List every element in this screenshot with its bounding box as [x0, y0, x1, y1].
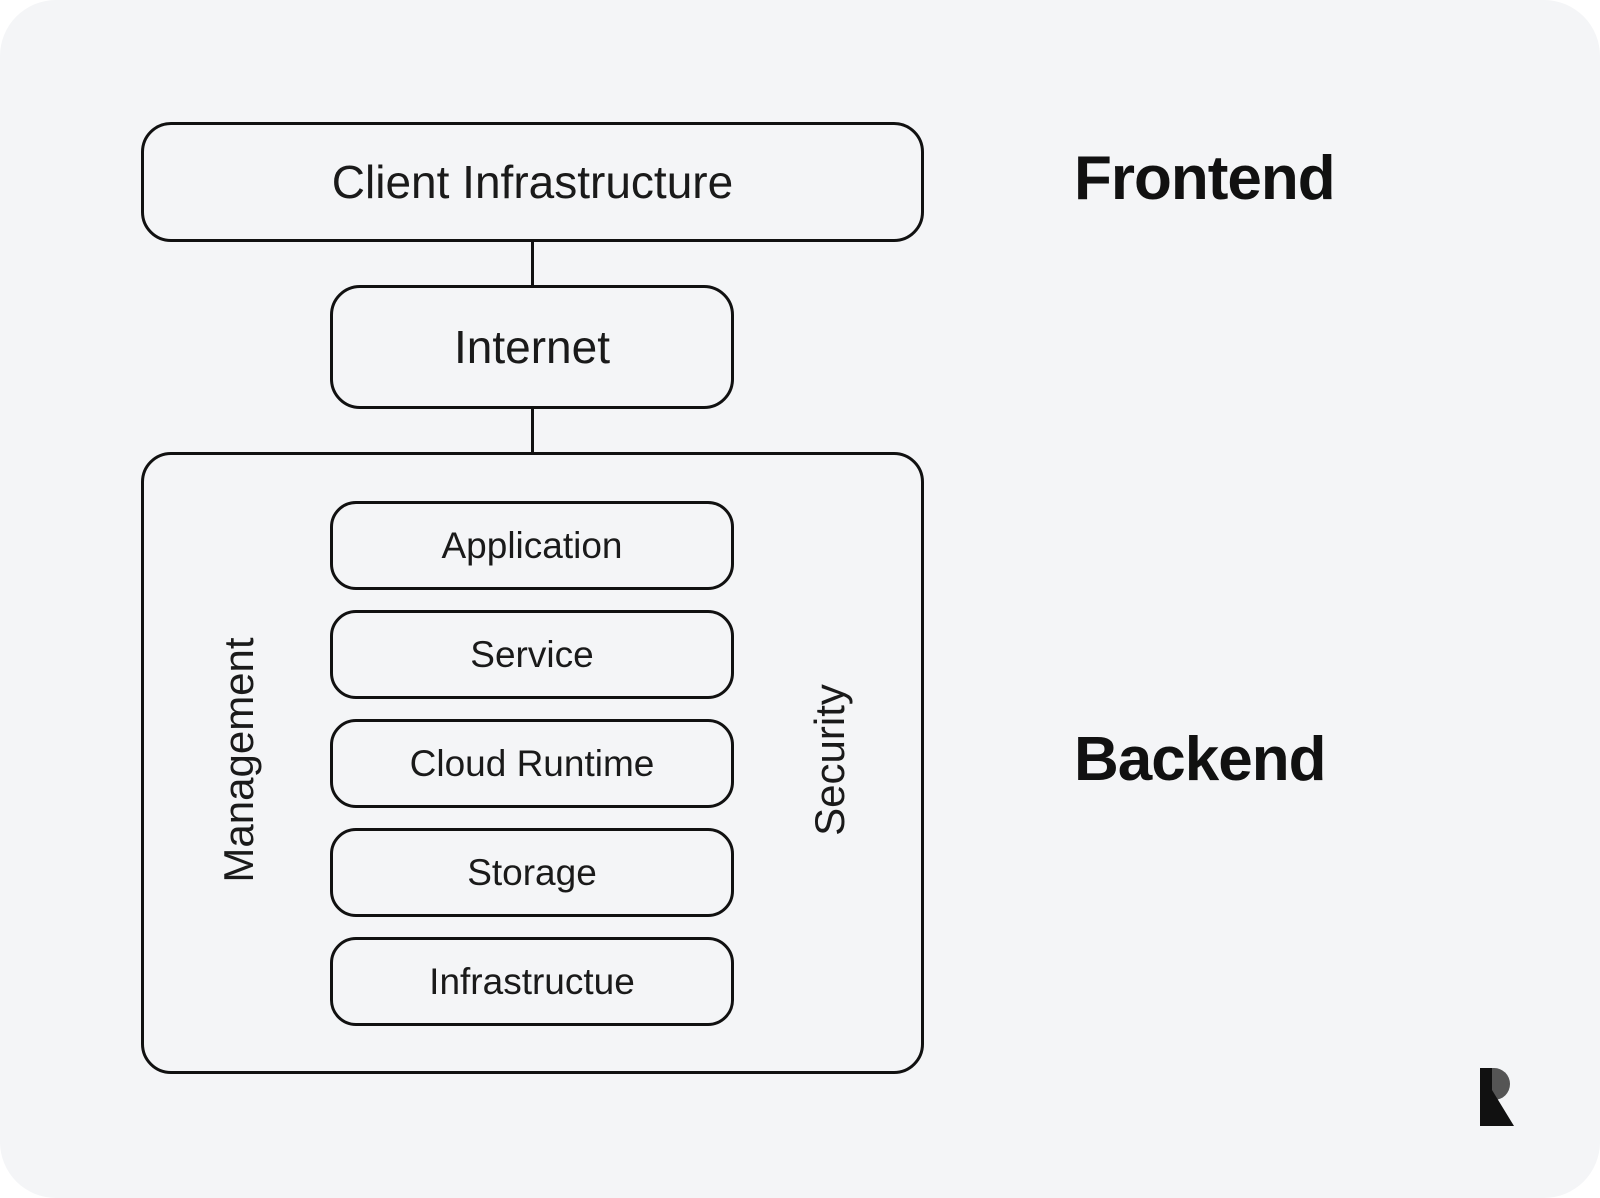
layer-label: Infrastructue — [429, 960, 635, 1002]
layer-service: Service — [330, 610, 734, 699]
backend-container — [141, 452, 924, 1074]
layer-label: Storage — [467, 851, 597, 893]
connector-client-internet — [531, 242, 534, 285]
layer-label: Application — [441, 524, 623, 566]
layer-storage: Storage — [330, 828, 734, 917]
internet-label: Internet — [454, 321, 610, 373]
backend-section-label: Backend — [1074, 725, 1326, 794]
security-label: Security — [806, 684, 853, 836]
connector-internet-backend — [531, 409, 534, 452]
layer-label: Cloud Runtime — [409, 742, 655, 784]
management-label: Management — [215, 637, 262, 883]
frontend-section-label: Frontend — [1074, 144, 1336, 213]
r-logo-icon — [1480, 1068, 1514, 1126]
client-infrastructure-box: Client Infrastructure — [141, 122, 924, 242]
layer-label: Service — [470, 633, 594, 675]
layer-infrastructure: Infrastructue — [330, 937, 734, 1026]
client-infrastructure-label: Client Infrastructure — [331, 156, 734, 208]
layer-application: Application — [330, 501, 734, 590]
internet-box: Internet — [330, 285, 734, 409]
layer-cloud-runtime: Cloud Runtime — [330, 719, 734, 808]
